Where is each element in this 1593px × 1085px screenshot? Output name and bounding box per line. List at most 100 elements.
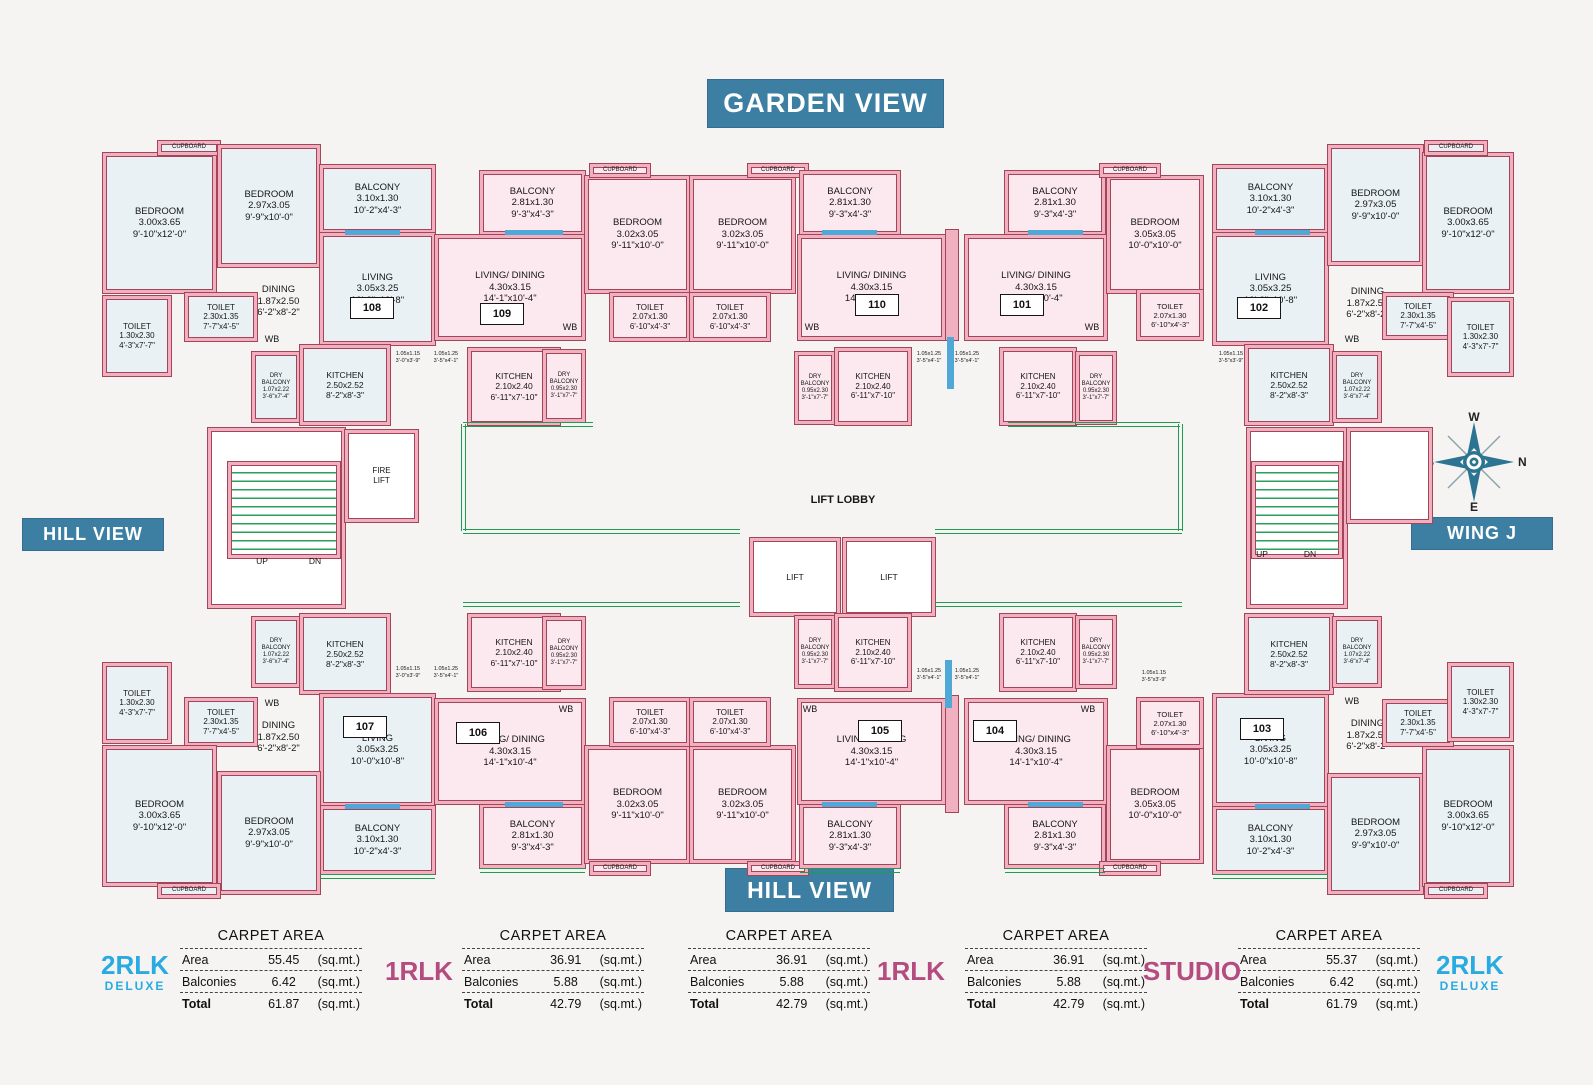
room-label: BEDROOM 2.97x3.05 9'-9"x10'-0" (1350, 816, 1401, 851)
area-table-cell: 5.88 (1056, 974, 1081, 989)
room-label: DRY BALCONY 0.95x2.30 3'-1"x7'-7" (800, 373, 830, 402)
room-label: BEDROOM 2.97x3.05 9'-9"x10'-0" (1350, 187, 1401, 222)
room-kitchen: KITCHEN 2.50x2.52 8'-2"x8'-3" (300, 614, 390, 694)
room-kitchen: KITCHEN 2.50x2.52 8'-2"x8'-3" (1245, 345, 1333, 425)
area-table-cell: Balconies (1240, 974, 1295, 989)
area-table-cell: 36.91 (776, 952, 808, 967)
room-bedroom: BEDROOM 3.02x3.05 9'-11"x10'-0" (585, 176, 690, 293)
area-table-cell: 6.42 (271, 974, 296, 989)
wb-label: WB (802, 704, 818, 714)
area-table-cell: 6.42 (1329, 974, 1354, 989)
room-dry-balcony: DRY BALCONY 1.07x2.22 3'-6"x7'-4" (252, 617, 300, 687)
room-balcony: BALCONY 2.81x1.30 9'-3"x4'-3" (480, 171, 585, 235)
room-label: DRY BALCONY 0.95x2.30 3'-1"x7'-7" (1081, 637, 1111, 666)
room-cupboard: CUPBOARD (1425, 141, 1487, 155)
room-label: DINING 1.87x2.50 6'-2"x8'-2" (257, 720, 300, 755)
room-label: BALCONY 3.10x1.30 10'-2"x4'-3" (353, 822, 402, 857)
room-bedroom: BEDROOM 3.00x3.65 9'-10"x12'-0" (103, 746, 216, 886)
unit-type-text: 2RLK (101, 950, 169, 980)
room-toilet: TOILET 2.07x1.30 6'-10"x4'-3" (690, 293, 770, 341)
railing-line (1005, 868, 1105, 873)
dn-label: DN (1303, 549, 1317, 559)
room-label: DRY BALCONY 0.95x2.30 3'-1"x7'-7" (1081, 373, 1111, 402)
area-table-cell: (sq.mt.) (599, 952, 642, 967)
window-mark (1028, 802, 1083, 807)
room-balcony: BALCONY 3.10x1.30 10'-2"x4'-3" (1213, 165, 1328, 233)
room-label: BALCONY 3.10x1.30 10'-2"x4'-3" (353, 181, 402, 216)
area-table-cell: Area (1240, 952, 1267, 967)
room-label: KITCHEN 2.50x2.52 8'-2"x8'-3" (1269, 369, 1309, 401)
room-label: TOILET 2.07x1.30 6'-10"x4'-3" (1151, 709, 1189, 737)
area-table-cell: Area (182, 952, 209, 967)
area-table-cell: Total (182, 996, 211, 1011)
area-table-cell: Total (1240, 996, 1269, 1011)
room-bedroom: BEDROOM 3.02x3.05 9'-11"x10'-0" (585, 746, 690, 863)
room-label: CUPBOARD (602, 166, 637, 173)
room-stairs (1252, 462, 1342, 558)
wb-label: WB (1080, 704, 1096, 714)
room-living: LIVING 3.05x3.25 10'-0"x10'-8" (320, 694, 435, 806)
room-label: TOILET 2.07x1.30 6'-10"x4'-3" (709, 302, 751, 331)
room-label: CUPBOARD (602, 864, 637, 871)
area-table-cell: (sq.mt.) (317, 996, 360, 1011)
wb-label: WB (562, 322, 578, 332)
room-toilet: TOILET 2.07x1.30 6'-10"x4'-3" (610, 698, 690, 746)
room-label: CUPBOARD (760, 166, 795, 173)
room-dry-balcony: DRY BALCONY 0.95x2.30 3'-1"x7'-7" (1076, 616, 1116, 688)
room-label: BALCONY 2.81x1.30 9'-3"x4'-3" (827, 185, 873, 220)
room-dry-balcony: DRY BALCONY 0.95x2.30 3'-1"x7'-7" (543, 350, 585, 422)
room-living: LIVING 3.05x3.25 10'-0"x10'-8" (320, 233, 435, 345)
room-dining: DINING 1.87x2.50 6'-2"x8'-2" (237, 694, 320, 781)
unit-number-107: 107 (343, 716, 387, 738)
room-label: KITCHEN 2.10x2.40 6'-11"x7'-10" (490, 371, 538, 402)
room-label: LIVING/ DINING 4.30x3.15 14'-1"x10'-4" (1001, 734, 1071, 769)
room-bedroom: BEDROOM 2.97x3.05 9'-9"x10'-0" (1328, 145, 1423, 265)
room-living: LIVING 3.05x3.25 10'-0"x10'-8" (1213, 694, 1328, 806)
railing-line (1178, 424, 1183, 531)
area-table-row: Total 61.87 (sq.mt.) (180, 992, 362, 1014)
room-toilet: TOILET 2.07x1.30 6'-10"x4'-3" (690, 698, 770, 746)
area-table-cell: Total (464, 996, 493, 1011)
area-table-cell: (sq.mt.) (825, 974, 868, 989)
railing-line (463, 529, 740, 534)
room-toilet: TOILET 2.07x1.30 6'-10"x4'-3" (1137, 698, 1203, 748)
window-mark (345, 230, 400, 235)
room-lobby-room (1347, 428, 1432, 523)
room-label: FIRE LIFT (372, 466, 391, 485)
room-label: BEDROOM 3.00x3.65 9'-10"x12'-0" (1441, 798, 1495, 833)
unit-type-text: 1RLK (385, 956, 453, 986)
room-label: TOILET 1.30x2.30 4'-3"x7'-7" (119, 321, 155, 350)
area-table-cell: 55.37 (1326, 952, 1358, 967)
hill-view-left-banner: HILL VIEW (23, 519, 163, 550)
wb-label: WB (1344, 334, 1360, 344)
room-bedroom: BEDROOM 2.97x3.05 9'-9"x10'-0" (1328, 774, 1423, 894)
room-kitchen: KITCHEN 2.10x2.40 6'-11"x7'-10" (1000, 614, 1076, 691)
room-balcony: BALCONY 2.81x1.30 9'-3"x4'-3" (800, 171, 900, 235)
room-dining: DINING 1.87x2.50 6'-2"x8'-2" (1330, 694, 1405, 777)
room-toilet: TOILET 2.30x1.35 7'-7"x4'-5" (1383, 700, 1453, 746)
room-label: DRY BALCONY 0.95x2.30 3'-1"x7'-7" (800, 637, 830, 666)
room-lift: LIFT (843, 538, 935, 616)
room-dry-balcony: DRY BALCONY 0.95x2.30 3'-1"x7'-7" (1076, 352, 1116, 424)
room-label: TOILET 1.30x2.30 4'-3"x7'-7" (119, 688, 155, 717)
area-table-cell: 42.79 (550, 996, 582, 1011)
room-cupboard: CUPBOARD (158, 141, 220, 155)
room-label: BALCONY 3.10x1.30 10'-2"x4'-3" (1246, 822, 1295, 857)
area-table-cell: Balconies (690, 974, 745, 989)
unit-type-text: STUDIO (1142, 956, 1242, 986)
room-label: BALCONY 2.81x1.30 9'-3"x4'-3" (827, 818, 873, 853)
room-bedroom: BEDROOM 2.97x3.05 9'-9"x10'-0" (218, 772, 320, 894)
area-table-cell: 61.87 (268, 996, 300, 1011)
railing-line (461, 424, 466, 531)
railing-line (935, 529, 1182, 534)
room-toilet: TOILET 2.07x1.30 6'-10"x4'-3" (1137, 290, 1203, 340)
room-toilet: TOILET 2.30x1.35 7'-7"x4'-5" (1383, 293, 1453, 339)
dim-label: 1.05x1.25 3'-5"x4'-1" (954, 668, 980, 681)
room-label: BALCONY 3.10x1.30 10'-2"x4'-3" (1246, 181, 1295, 216)
room-label: BEDROOM 3.00x3.65 9'-10"x12'-0" (132, 205, 187, 240)
room-label: BEDROOM 3.00x3.65 9'-10"x12'-0" (1441, 205, 1495, 240)
wb-label: WB (264, 698, 280, 708)
room-label: TOILET 2.30x1.35 7'-7"x4'-5" (1400, 301, 1436, 330)
